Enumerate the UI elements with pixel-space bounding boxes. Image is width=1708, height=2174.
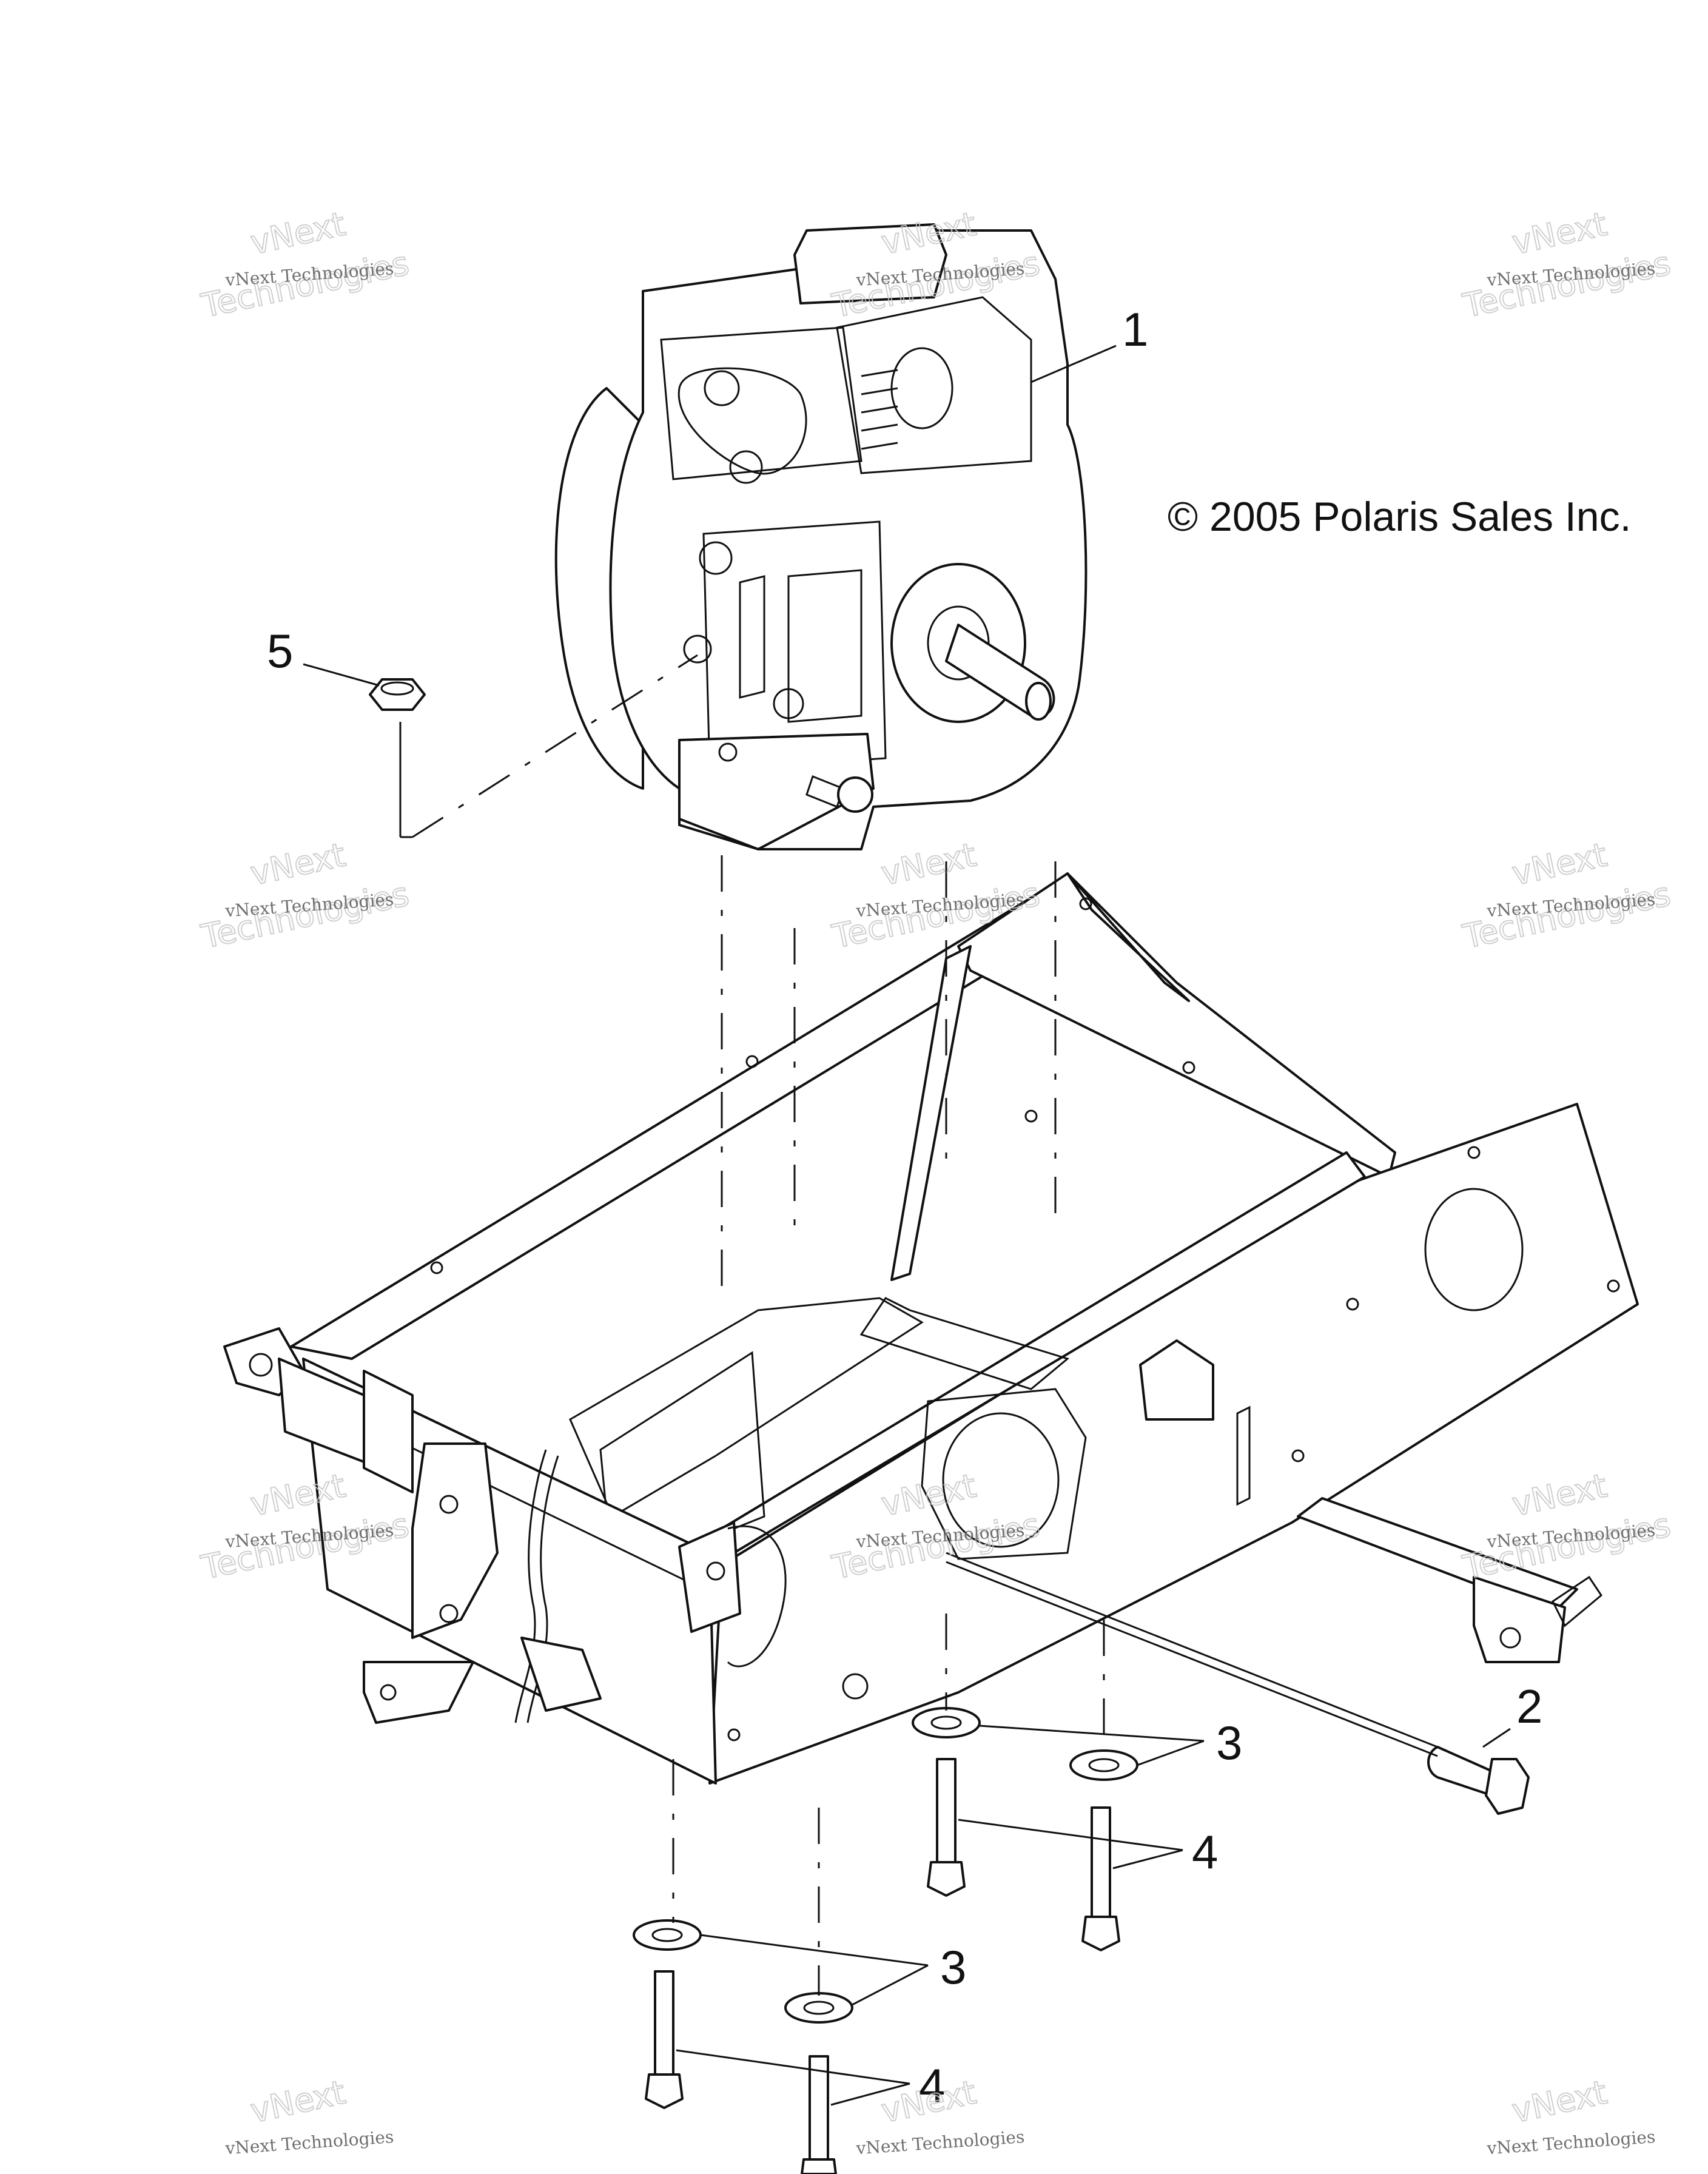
- svg-text:vNext: vNext: [247, 2073, 348, 2130]
- svg-text:vNext: vNext: [1508, 836, 1610, 893]
- watermark-12: vNext vNext Technologies: [1486, 2073, 1656, 2159]
- callout-labels: 1 2 3 4 5 3 4: [267, 303, 1542, 2112]
- callout-bolt: 2: [1516, 1680, 1542, 1733]
- engine-drawing: [554, 223, 1088, 850]
- watermark-4: vNext Technologies vNext Technologies: [197, 835, 412, 957]
- callout-stud-upper: 4: [1192, 1825, 1218, 1879]
- callout-washer-lower: 3: [940, 1940, 966, 1994]
- nut-drawing: [369, 678, 426, 711]
- frame-drawing: [223, 872, 1639, 1785]
- svg-text:vNext: vNext: [1508, 205, 1610, 262]
- watermark-3: vNext Technologies vNext Technologies: [1459, 204, 1674, 326]
- stud-group-lower: [645, 1970, 837, 2174]
- bolt-drawing: [1427, 1746, 1530, 1815]
- svg-text:vNext: vNext: [1508, 2073, 1610, 2130]
- callout-engine: 1: [1122, 303, 1148, 356]
- watermark-9: vNext Technologies vNext Technologies: [1459, 1466, 1674, 1588]
- svg-text:vNext Technologies: vNext Technologies: [224, 2127, 395, 2158]
- watermark-10: vNext vNext Technologies: [224, 2073, 395, 2159]
- callout-washer-upper: 3: [1216, 1716, 1242, 1769]
- leader-lines: [303, 345, 1511, 2106]
- callout-stud-lower: 4: [919, 2059, 945, 2112]
- watermark-6: vNext Technologies vNext Technologies: [1459, 835, 1674, 957]
- svg-text:vNext Technologies: vNext Technologies: [1486, 2127, 1656, 2158]
- watermark-11: vNext vNext Technologies: [855, 2073, 1026, 2159]
- svg-text:vNext: vNext: [878, 836, 979, 893]
- assembly-lines: [399, 654, 1438, 1996]
- svg-text:vNext: vNext: [1508, 1467, 1610, 1524]
- stud-group-upper: [927, 1758, 1120, 1951]
- svg-text:vNext: vNext: [247, 205, 348, 262]
- svg-text:vNext Technologies: vNext Technologies: [855, 2127, 1026, 2158]
- callout-nut: 5: [267, 624, 293, 678]
- svg-text:vNext: vNext: [247, 836, 348, 893]
- copyright-notice: © 2005 Polaris Sales Inc.: [1168, 494, 1632, 540]
- watermark-1: vNext Technologies vNext Technologies: [197, 204, 412, 326]
- washer-group-lower: [633, 1919, 853, 2024]
